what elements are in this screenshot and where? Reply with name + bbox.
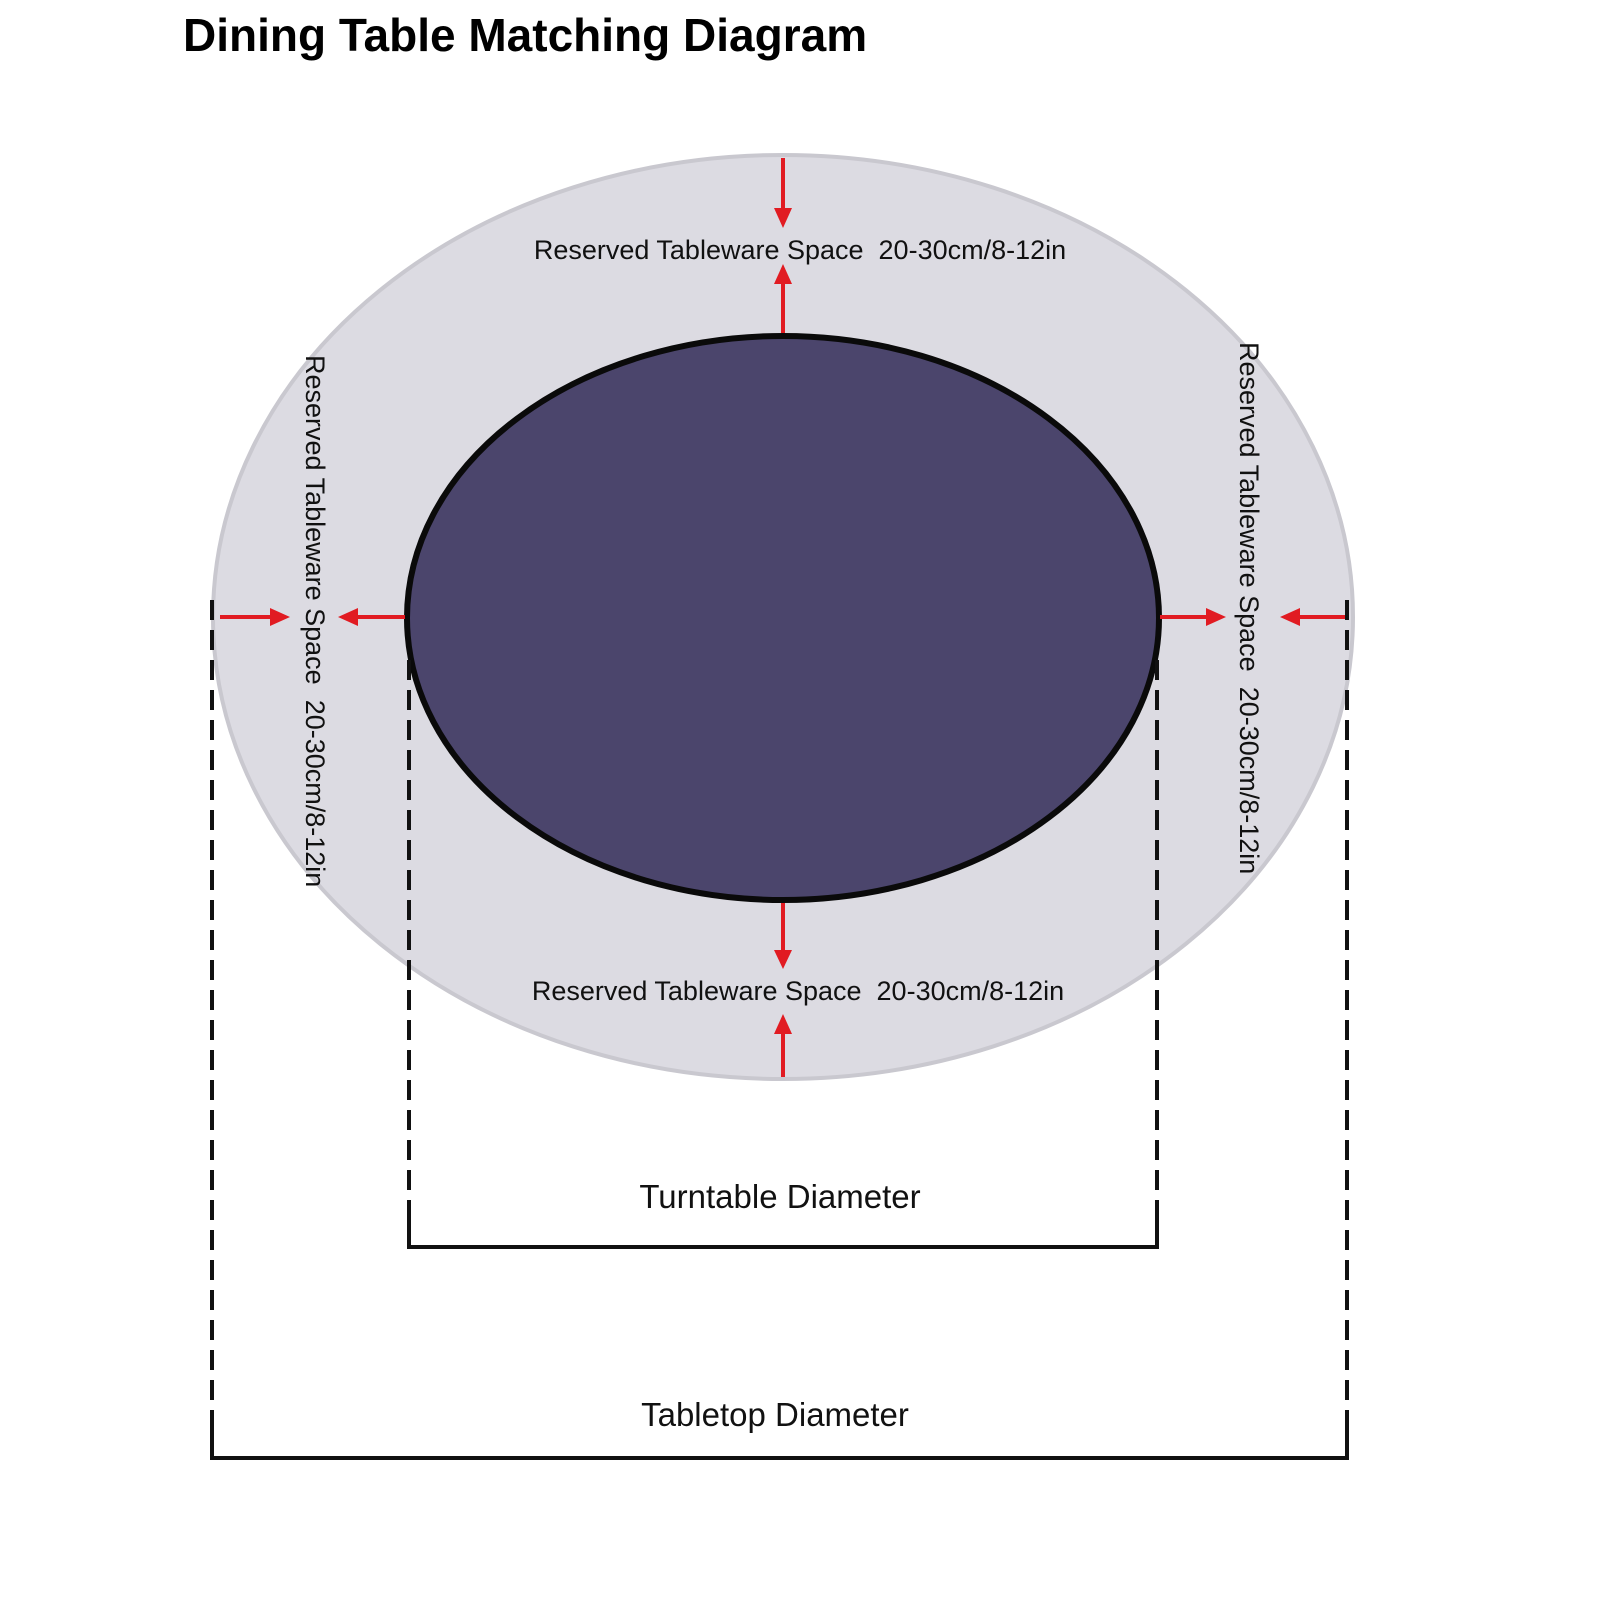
top-up-arrowhead — [774, 264, 792, 284]
left-arrows — [220, 608, 405, 626]
reserved-space-left-label: Reserved Tableware Space 20-30cm/8-12in — [300, 355, 330, 887]
bottom-arrows — [774, 903, 792, 1077]
reserved-space-right-label: Reserved Tableware Space 20-30cm/8-12in — [1234, 342, 1264, 874]
left-left-arrowhead — [338, 608, 358, 626]
bottom-up-arrowhead — [774, 1014, 792, 1034]
bottom-down-arrowhead — [774, 950, 792, 969]
tabletop-diameter-label: Tabletop Diameter — [641, 1396, 909, 1433]
right-left-arrowhead — [1280, 608, 1300, 626]
left-right-arrowhead — [270, 608, 290, 626]
dashed-extension-lines — [210, 600, 1349, 1457]
right-right-arrowhead — [1206, 608, 1226, 626]
top-arrows — [774, 158, 792, 333]
dimension-brackets — [210, 1205, 1349, 1460]
tabletop-diameter-bracket — [210, 1415, 1349, 1460]
reserved-space-bottom-label: Reserved Tableware Space 20-30cm/8-12in — [532, 976, 1064, 1006]
turntable-diameter-label: Turntable Diameter — [639, 1178, 920, 1215]
top-down-arrowhead — [774, 208, 792, 228]
turntable-ellipse — [404, 333, 1162, 903]
reserved-space-top-label: Reserved Tableware Space 20-30cm/8-12in — [534, 235, 1066, 265]
right-arrows — [1160, 608, 1348, 626]
page-title: Dining Table Matching Diagram — [183, 9, 868, 61]
turntable-diameter-bracket — [407, 1205, 1159, 1249]
